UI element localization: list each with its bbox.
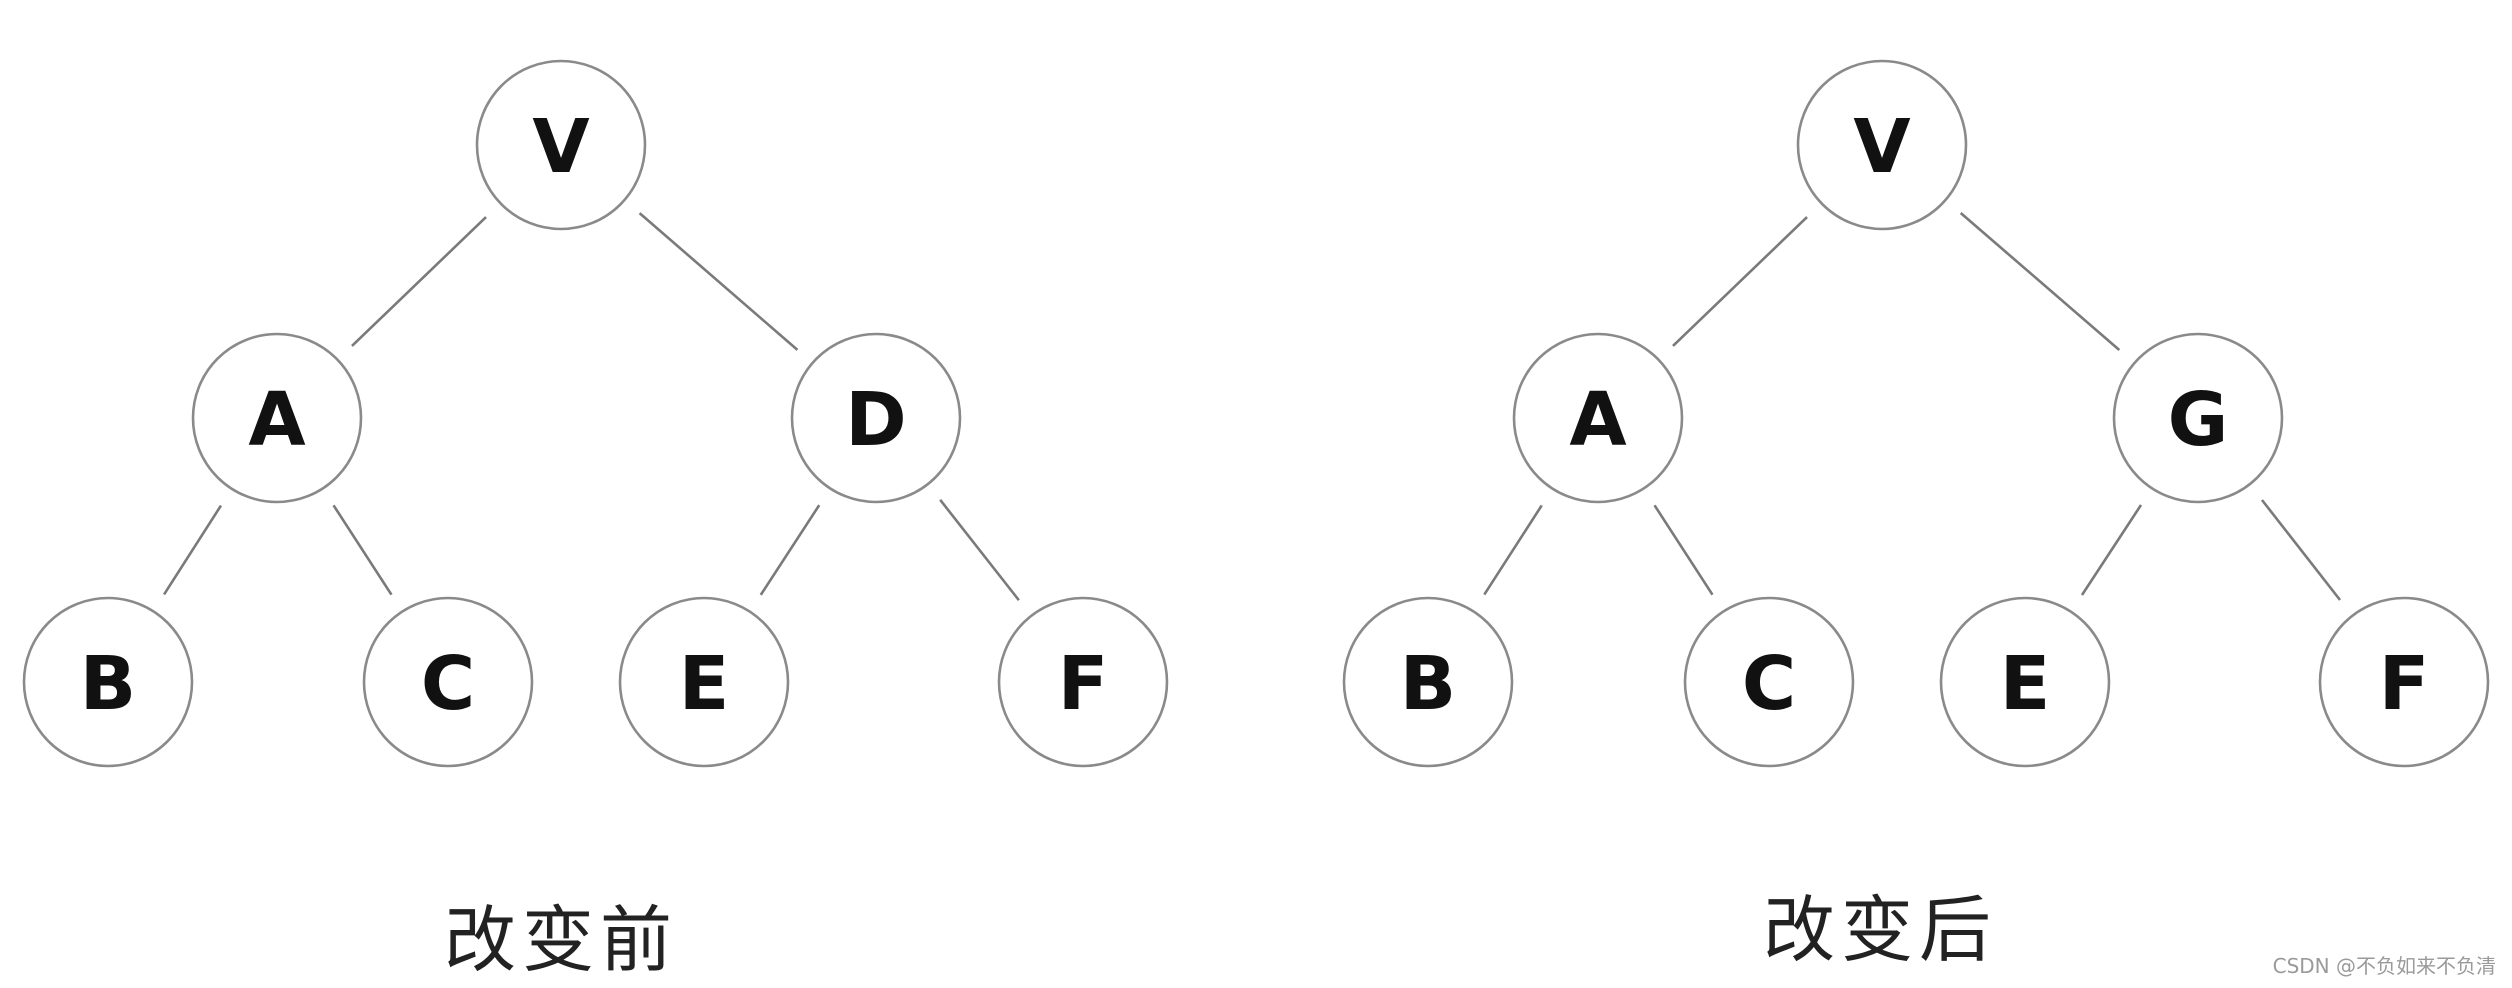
tree-after: V A G B C E F — [1342, 59, 2490, 768]
node-before-a: A — [191, 332, 363, 504]
node-label: V — [532, 104, 589, 190]
node-before-c: C — [362, 596, 534, 768]
node-label: A — [1569, 377, 1626, 463]
node-before-f: F — [997, 596, 1169, 768]
node-circle — [1796, 59, 1968, 231]
edge-before-n1-n4 — [332, 504, 393, 596]
node-after-v: V — [1796, 59, 1968, 231]
node-circle — [22, 596, 194, 768]
edge-before-n0-n2 — [638, 212, 799, 351]
node-after-g: G — [2112, 332, 2284, 504]
node-label: D — [845, 377, 906, 463]
node-after-b: B — [1342, 596, 1514, 768]
edge-after-n2-n5 — [2080, 504, 2143, 596]
edge-before-n2-n5 — [759, 504, 821, 596]
node-before-v: V — [475, 59, 647, 231]
node-after-f: F — [2318, 596, 2490, 768]
node-after-c: C — [1683, 596, 1855, 768]
edge-after-n0-n1 — [1672, 216, 1808, 347]
caption-after: 改变后 — [1763, 888, 1997, 972]
node-circle — [1939, 596, 2111, 768]
node-circle — [1512, 332, 1684, 504]
node-label: F — [2379, 641, 2430, 727]
node-label: E — [679, 641, 730, 727]
edge-after-n1-n3 — [1483, 504, 1543, 596]
node-circle — [1683, 596, 1855, 768]
node-circle — [2112, 332, 2284, 504]
edge-before-n0-n1 — [351, 216, 487, 347]
node-label: C — [1742, 641, 1796, 727]
node-label: A — [248, 377, 305, 463]
node-circle — [2318, 596, 2490, 768]
node-circle — [618, 596, 790, 768]
node-after-a: A — [1512, 332, 1684, 504]
node-circle — [1342, 596, 1514, 768]
node-before-e: E — [618, 596, 790, 768]
node-circle — [191, 332, 363, 504]
edge-after-n1-n4 — [1653, 504, 1714, 596]
node-circle — [997, 596, 1169, 768]
edge-before-n2-n6 — [939, 499, 1020, 601]
node-circle — [475, 59, 647, 231]
watermark: CSDN @不负如来不负清 — [2273, 954, 2496, 978]
node-circle — [790, 332, 962, 504]
node-label: B — [80, 641, 136, 727]
node-label: C — [421, 641, 475, 727]
node-circle — [362, 596, 534, 768]
node-before-b: B — [22, 596, 194, 768]
node-after-e: E — [1939, 596, 2111, 768]
tree-before: V A D B C E F — [22, 59, 1169, 768]
node-label: V — [1853, 104, 1910, 190]
node-label: G — [2168, 377, 2229, 463]
edge-before-n1-n3 — [162, 504, 223, 596]
edge-after-n0-n2 — [1959, 212, 2121, 351]
node-label: E — [2000, 641, 2051, 727]
caption-before: 改变前 — [444, 898, 678, 982]
edge-after-n2-n6 — [2260, 499, 2342, 601]
node-before-d: D — [790, 332, 962, 504]
node-label: B — [1400, 641, 1456, 727]
node-label: F — [1058, 641, 1109, 727]
